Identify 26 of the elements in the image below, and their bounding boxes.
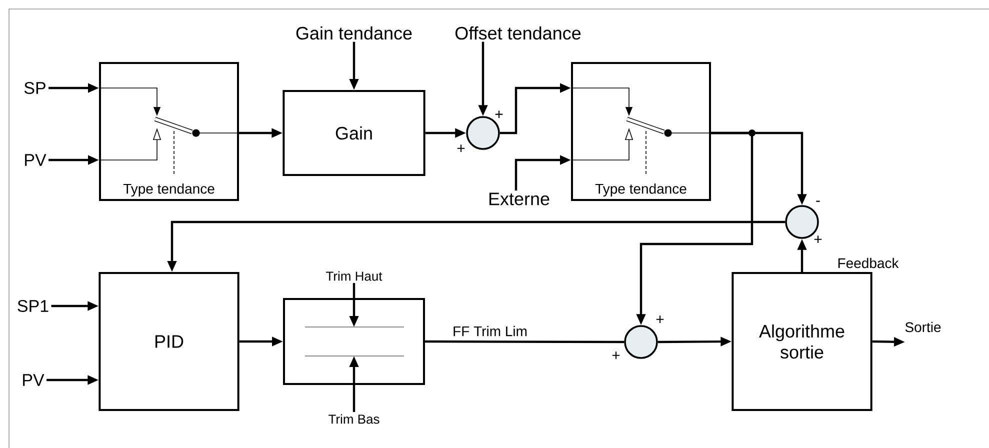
sign-label: + xyxy=(814,236,822,244)
sign-label: + xyxy=(457,144,465,152)
switch-box: Type tendance xyxy=(99,62,239,201)
summing-junction xyxy=(624,325,658,359)
signal-label: Gain tendance xyxy=(296,26,412,40)
sign-label: + xyxy=(495,110,503,118)
limiter-box xyxy=(283,298,425,385)
block-box: Algorithme sortie xyxy=(732,272,872,411)
signal-label: Trim Haut xyxy=(326,271,382,281)
sign-label: + xyxy=(612,352,620,360)
summing-junction xyxy=(466,116,500,150)
edge-label: Feedback xyxy=(836,256,900,270)
edge-label: Sortie xyxy=(904,320,942,334)
signal-label: PV xyxy=(23,374,44,386)
switch-box: Type tendance xyxy=(571,62,711,201)
signal-label: Externe xyxy=(489,192,550,206)
block-box: PID xyxy=(98,272,240,411)
signal-label: Offset tendance xyxy=(455,26,581,40)
sign-label: - xyxy=(816,200,820,202)
sign-label: + xyxy=(656,316,664,324)
signal-label: PV xyxy=(25,154,46,166)
signal-label: Trim Bas xyxy=(328,414,380,424)
signal-label: SP xyxy=(24,82,46,94)
block-box: Gain xyxy=(282,90,426,176)
signal-label: SP1 xyxy=(18,300,48,312)
edge-label: FF Trim Lim xyxy=(452,324,528,338)
